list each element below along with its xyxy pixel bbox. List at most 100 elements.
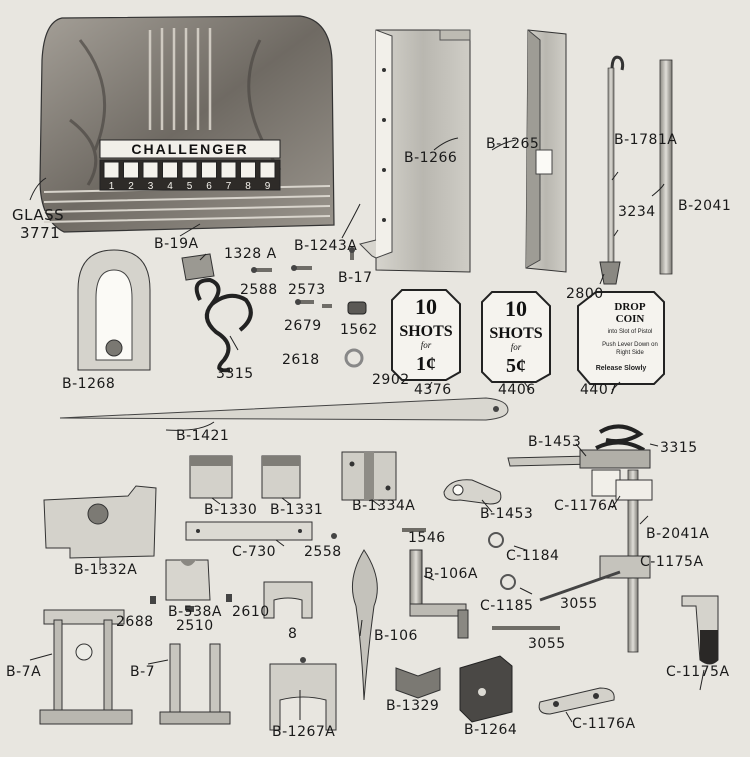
b1329-angle-part — [395, 667, 441, 699]
label-b1421: B-1421 — [176, 428, 230, 444]
label-b1334a: B-1334A — [352, 498, 416, 514]
leader-lines — [29, 137, 705, 723]
label-3234: 3234 — [618, 204, 656, 220]
label-2510: 2510 — [176, 618, 214, 634]
b106-lever-part — [351, 549, 378, 701]
label-4376: 4376 — [414, 382, 452, 398]
b1453-link-part — [443, 479, 502, 505]
glass-window-number: 9 — [265, 181, 271, 192]
b106a-crank-part — [409, 549, 469, 639]
glass-window — [103, 161, 120, 179]
label-1562: 1562 — [340, 322, 378, 338]
label-3315-upper: 3315 — [660, 440, 698, 456]
b2041-rod-part — [659, 59, 673, 275]
b7a-assembly-part — [39, 609, 133, 725]
b1266-channel-part — [359, 29, 471, 273]
label-b1332a: B-1332A — [74, 562, 138, 578]
card-text: 1¢ — [416, 353, 436, 375]
glass-window — [240, 161, 256, 179]
label-b1330: B-1330 — [204, 502, 258, 518]
card-drop-coin: DROP COIN into Slot of Pistol Push Lever… — [577, 291, 665, 385]
label-b1265: B-1265 — [486, 136, 540, 152]
label-4407: 4407 — [580, 382, 618, 398]
label-b1453-upper: B-1453 — [528, 434, 582, 450]
label-3055-lower: 3055 — [528, 636, 566, 652]
label-c1184: C-1184 — [506, 548, 560, 564]
label-b1267a: B-1267A — [272, 724, 336, 740]
label-2573: 2573 — [288, 282, 326, 298]
label-b1453-link: B-1453 — [480, 506, 534, 522]
label-2610: 2610 — [232, 604, 270, 620]
label-8: 8 — [288, 626, 298, 642]
card-text: 10 — [415, 294, 437, 319]
small-hardware-parts — [181, 247, 367, 368]
card-text: Right Side — [616, 350, 644, 356]
glass-window — [123, 161, 139, 179]
b1334a-hinge-part — [341, 451, 397, 501]
glass-window-number: 2 — [128, 181, 134, 192]
glass-window-number: 3 — [148, 181, 154, 192]
label-2679: 2679 — [284, 318, 322, 334]
glass-window — [259, 161, 276, 179]
label-b17: B-17 — [338, 270, 373, 286]
card-text: for — [421, 340, 432, 350]
card-text: DROP — [614, 301, 645, 313]
glass-window-number: 5 — [187, 181, 193, 192]
label-b1781a: B-1781A — [614, 132, 678, 148]
p8-clip-part — [263, 581, 313, 619]
label-1546: 1546 — [408, 530, 446, 546]
label-b1329: B-1329 — [386, 698, 440, 714]
card-text: for — [511, 342, 522, 352]
b1265-bracket-part — [525, 29, 567, 273]
glass-window — [201, 161, 217, 179]
b2041a-assembly — [539, 469, 653, 653]
glass-window — [142, 161, 159, 179]
label-b2041: B-2041 — [678, 198, 732, 214]
label-b2041a: B-2041A — [646, 526, 710, 542]
card-text: SHOTS — [489, 325, 542, 342]
c730-strip-part — [185, 521, 313, 541]
card-text: 10 — [505, 296, 527, 321]
pins-and-rings — [331, 528, 560, 630]
b1268-arch-part — [77, 249, 151, 371]
label-b19a: B-19A — [154, 236, 199, 252]
label-glass: GLASS — [12, 206, 65, 224]
label-2618: 2618 — [282, 352, 320, 368]
card-text: Push Lever Down on — [602, 342, 658, 348]
label-b1266: B-1266 — [404, 150, 458, 166]
b1332a-plate-part — [43, 485, 157, 559]
b1330-clip-part — [189, 455, 233, 499]
card-text: into Slot of Pistol — [608, 329, 653, 335]
glass-window-number: 8 — [245, 181, 251, 192]
card-10-shots-1c: 10 SHOTS for 1¢ — [391, 289, 461, 381]
b1421-blade-part — [59, 397, 509, 421]
p3315-spring-part — [194, 277, 253, 373]
label-b1264: B-1264 — [464, 722, 518, 738]
card-text: Release Slowly — [596, 365, 647, 372]
glass-window — [181, 161, 198, 179]
label-3771: 3771 — [20, 224, 61, 242]
card-text: 5¢ — [506, 355, 526, 377]
label-3055-upper: 3055 — [560, 596, 598, 612]
label-c1175a-lower: C-1175A — [666, 664, 730, 680]
card-text: SHOTS — [399, 323, 452, 340]
glass-window-number: 7 — [226, 181, 232, 192]
label-b538a: B-538A — [168, 604, 222, 620]
label-2902: 2902 — [372, 372, 410, 388]
label-b106: B-106 — [374, 628, 418, 644]
label-b1331: B-1331 — [270, 502, 324, 518]
b1453-lever-assembly — [507, 424, 651, 497]
label-3315-spring: 3315 — [216, 366, 254, 382]
label-2800: 2800 — [566, 286, 604, 302]
label-2688: 2688 — [116, 614, 154, 630]
label-c1176a-upper: C-1176A — [554, 498, 618, 514]
b7-frame-part — [159, 643, 231, 725]
b1331-clip-part — [261, 455, 301, 499]
glass-marquee-text: CHALLENGER — [131, 141, 248, 157]
label-c1175a-upper: C-1175A — [640, 554, 704, 570]
label-2558: 2558 — [304, 544, 342, 560]
label-b7: B-7 — [130, 664, 156, 680]
glass-window — [220, 161, 237, 179]
